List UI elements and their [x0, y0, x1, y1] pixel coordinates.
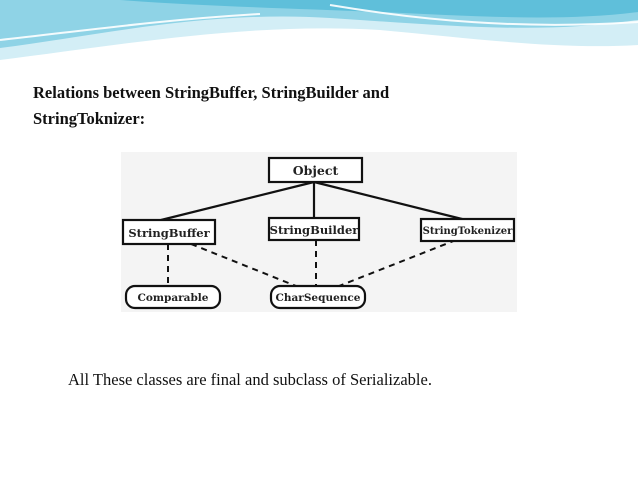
node-stringbuffer-label: StringBuffer	[128, 226, 210, 240]
heading-line-1: Relations between StringBuffer, StringBu…	[33, 83, 390, 102]
heading-line-2: StringToknizer:	[33, 109, 146, 128]
node-stringtokenizer-label: StringTokenizer	[423, 226, 514, 237]
node-stringbuilder: StringBuilder	[267, 216, 361, 242]
slide-heading: Relations between StringBuffer, StringBu…	[33, 80, 553, 132]
node-object-label: Object	[293, 163, 339, 178]
edge-stringtokenizer-charsequence	[338, 239, 457, 287]
edge-stringbuffer-charsequence	[190, 243, 297, 287]
footer-note: All These classes are final and subclass…	[68, 370, 432, 389]
node-comparable-label: Comparable	[138, 292, 209, 304]
class-relation-diagram: Object StringBuffer StringBuilder String…	[121, 152, 517, 312]
node-comparable: Comparable	[124, 284, 222, 310]
node-stringbuffer: StringBuffer	[121, 218, 217, 246]
node-charsequence: CharSequence	[269, 284, 367, 310]
node-stringtokenizer: StringTokenizer	[419, 217, 516, 243]
node-stringbuilder-label: StringBuilder	[270, 223, 360, 237]
node-charsequence-label: CharSequence	[276, 292, 361, 304]
header-wave-decoration	[0, 0, 638, 60]
edge-object-stringbuffer	[160, 180, 315, 222]
node-object: Object	[267, 156, 364, 184]
edge-object-stringtokenizer	[313, 180, 467, 222]
